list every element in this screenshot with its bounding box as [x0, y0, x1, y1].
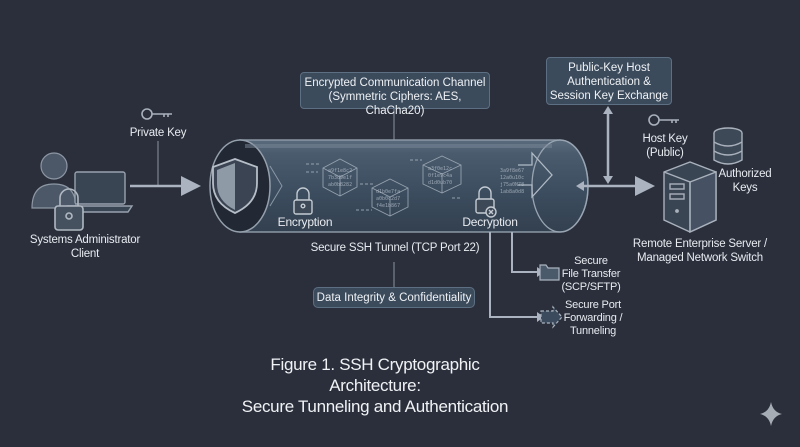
- auth-box-line1: Public-Key Host: [568, 62, 650, 74]
- file-transfer-label: Secure File Transfer (SCP/SFTP): [556, 255, 626, 294]
- private-key-icon: [141, 108, 172, 120]
- authorized-keys-line2: Keys: [732, 182, 758, 194]
- decryption-lock-icon: [475, 186, 497, 218]
- user-icon: [31, 152, 77, 209]
- private-key-label: Private Key: [129, 127, 187, 139]
- tunnel-label: Secure SSH Tunnel (TCP Port 22): [310, 242, 480, 254]
- svg-text:1ab8a0d8: 1ab8a0d8: [500, 189, 524, 195]
- file-transfer-line2: File Transfer: [561, 268, 621, 280]
- padlock-icon: [54, 188, 84, 231]
- port-forwarding-label: Secure Port Forwarding / Tunneling: [560, 299, 626, 338]
- auth-box-line2: Authentication &: [567, 76, 651, 88]
- cipher-cubes: [306, 155, 462, 217]
- port-forwarding-line3: Tunneling: [569, 325, 617, 337]
- shield-icon: [212, 158, 258, 214]
- port-forwarding-branch: [489, 232, 538, 318]
- host-key-line2: (Public): [646, 147, 684, 159]
- host-key-icon: [648, 114, 679, 126]
- svg-text:7b3d9e1f: 7b3d9e1f: [328, 175, 352, 181]
- auth-box: Public-Key Host Authentication & Session…: [546, 57, 672, 105]
- encrypted-channel-box: Encrypted Communication Channel (Symmetr…: [300, 72, 490, 117]
- svg-text:ab0b8282: ab0b8282: [328, 182, 352, 188]
- ssh-tunnel: [209, 139, 589, 233]
- svg-text:a3f0e12c: a3f0e12c: [428, 166, 452, 172]
- server-label-line2: Managed Network Switch: [637, 252, 763, 264]
- integrity-box: Data Integrity & Confidentiality: [313, 287, 475, 308]
- svg-text:0f1e9c4a: 0f1e9c4a: [428, 173, 452, 179]
- server-label: Remote Enterprise Server / Managed Netwo…: [625, 237, 775, 265]
- encryption-arrow-icon: [269, 165, 283, 207]
- sparkle-icon: [760, 402, 782, 426]
- figure-caption: Figure 1. SSH Cryptographic Architecture…: [225, 354, 525, 417]
- cipher-cube-icon: [422, 155, 462, 194]
- encryption-lock-icon: [293, 187, 313, 215]
- file-transfer-line1: Secure: [574, 255, 608, 267]
- caption-line2: Secure Tunneling and Authentication: [241, 397, 509, 416]
- client-label: Systems Administrator Client: [15, 233, 155, 261]
- decryption-arrow-icon: [518, 151, 553, 199]
- caption-line1: Figure 1. SSH Cryptographic Architecture…: [270, 355, 480, 395]
- svg-text:f4e1b867: f4e1b867: [376, 203, 400, 209]
- file-transfer-branch: [511, 232, 538, 273]
- decryption-label: Decryption: [462, 215, 518, 229]
- svg-text:a9f1e8c2: a9f1e8c2: [328, 168, 352, 174]
- channel-box-line1: Encrypted Communication Channel: [304, 77, 486, 89]
- encryption-label: Encryption: [277, 215, 333, 229]
- database-icon: [713, 127, 743, 165]
- authorized-keys-line1: Authorized: [718, 168, 772, 180]
- port-forwarding-line2: Forwarding /: [563, 312, 623, 324]
- channel-box-line2: (Symmetric Ciphers: AES, ChaCha20): [328, 91, 462, 117]
- host-key-label: Host Key (Public): [635, 132, 695, 160]
- folder-icon: [539, 264, 560, 281]
- svg-text:d1d0ub70: d1d0ub70: [428, 180, 452, 186]
- svg-text:j75a0N78: j75a0N78: [500, 182, 524, 188]
- port-forward-icon: [540, 305, 563, 329]
- cipher-cube-icon: [322, 158, 358, 197]
- authorized-keys-label: Authorized Keys: [715, 167, 775, 195]
- cipher-cube-icon: [371, 178, 409, 217]
- client-label-line1: Systems Administrator: [29, 234, 141, 246]
- svg-text:d1b0e7fa: d1b0e7fa: [376, 189, 400, 195]
- svg-text:3a9f8e67: 3a9f8e67: [500, 168, 524, 174]
- svg-text:a0b0c2d7: a0b0c2d7: [376, 196, 400, 202]
- auth-box-line3: Session Key Exchange: [549, 90, 669, 102]
- server-icon: [663, 161, 717, 234]
- svg-text:12a0u10c: 12a0u10c: [500, 175, 524, 181]
- server-label-line1: Remote Enterprise Server /: [632, 238, 768, 250]
- file-transfer-line3: (SCP/SFTP): [561, 281, 621, 293]
- host-key-line1: Host Key: [642, 133, 688, 145]
- port-forwarding-line1: Secure Port: [565, 299, 621, 311]
- client-label-line2: Client: [70, 248, 100, 260]
